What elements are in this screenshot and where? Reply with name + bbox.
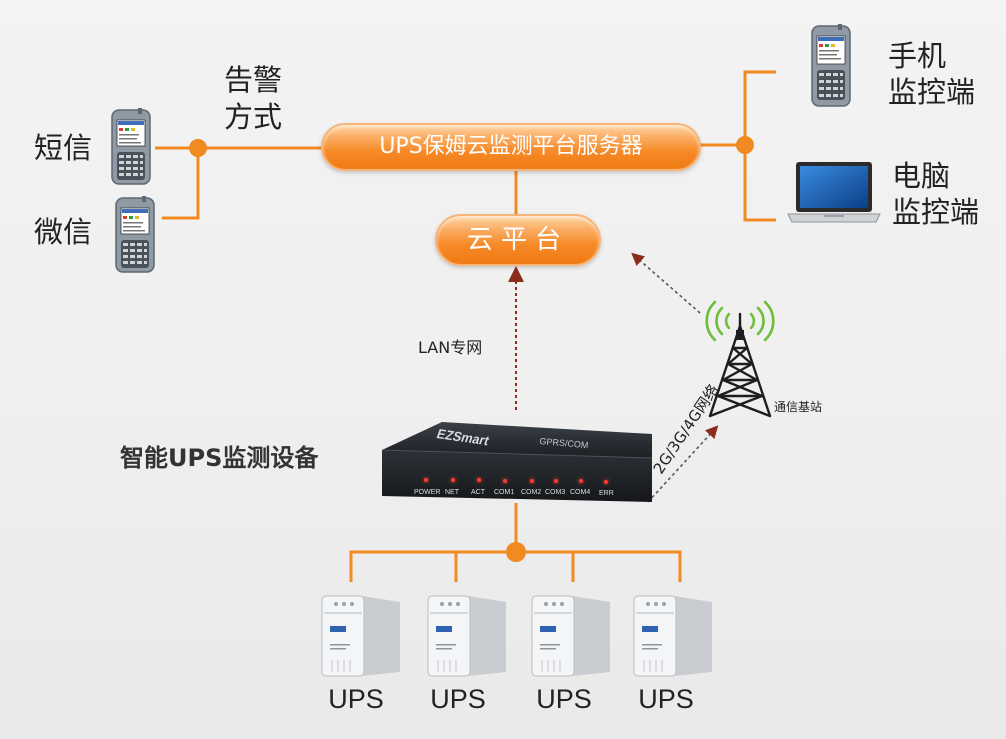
err-led bbox=[604, 480, 608, 484]
port-label-net: NET bbox=[445, 489, 459, 496]
cloud-platform-pill: 云平台 bbox=[435, 214, 601, 266]
cell-tower-icon bbox=[705, 300, 775, 418]
com2-led bbox=[530, 479, 534, 483]
sms-phone-icon bbox=[111, 108, 151, 185]
mobile-client-line2: 监控端 bbox=[888, 75, 976, 109]
wechat-label: 微信 bbox=[34, 215, 93, 249]
net-led bbox=[451, 478, 455, 482]
port-label-com1: COM1 bbox=[494, 489, 515, 496]
alert-branch-lines bbox=[155, 146, 321, 220]
lan-label: LAN专网 bbox=[418, 338, 483, 357]
port-label-com2: COM2 bbox=[521, 489, 542, 496]
ups-unit-3-icon bbox=[531, 595, 610, 677]
ups-unit-2-label: UPS bbox=[430, 684, 486, 714]
server-pill: UPS保姆云监测平台服务器 bbox=[321, 123, 701, 171]
alert-title-line2: 方式 bbox=[224, 100, 283, 134]
mobile-client-line1: 手机 bbox=[888, 39, 947, 73]
alert-junction-dot bbox=[189, 139, 207, 157]
device-title: 智能UPS监测设备 bbox=[120, 444, 319, 472]
act-led bbox=[477, 478, 481, 482]
port-label-err: ERR bbox=[599, 490, 614, 497]
base-station-label: 通信基站 bbox=[774, 400, 823, 414]
sms-label: 短信 bbox=[34, 131, 93, 165]
ups-unit-1-icon bbox=[321, 595, 400, 677]
ups-unit-4-label: UPS bbox=[638, 684, 694, 714]
port-label-act: ACT bbox=[471, 489, 485, 496]
pc-client-line2: 监控端 bbox=[892, 195, 980, 229]
ups-unit-2-icon bbox=[427, 595, 506, 677]
monitoring-device bbox=[381, 422, 653, 502]
power-led bbox=[424, 478, 428, 482]
com4-led bbox=[579, 479, 583, 483]
laptop-icon bbox=[787, 162, 881, 223]
ups-junction-dot bbox=[506, 542, 526, 562]
ups-unit-4-icon bbox=[633, 595, 712, 677]
port-label-com3: COM3 bbox=[545, 489, 566, 496]
wechat-phone-icon bbox=[115, 196, 155, 273]
mobile-phone-icon bbox=[811, 24, 851, 107]
com3-led bbox=[554, 479, 558, 483]
tower-to-cloud-arrow bbox=[631, 252, 701, 314]
ups-unit-1-label: UPS bbox=[328, 684, 384, 714]
device-to-tower-arrow bbox=[647, 425, 719, 503]
client-junction-dot bbox=[736, 136, 754, 154]
ups-unit-3-label: UPS bbox=[536, 684, 592, 714]
port-label-power: POWER bbox=[414, 489, 441, 496]
alert-title-line1: 告警 bbox=[224, 63, 283, 97]
pc-client-line1: 电脑 bbox=[892, 159, 951, 193]
com1-led bbox=[503, 479, 507, 483]
port-label-com4: COM4 bbox=[570, 489, 591, 496]
